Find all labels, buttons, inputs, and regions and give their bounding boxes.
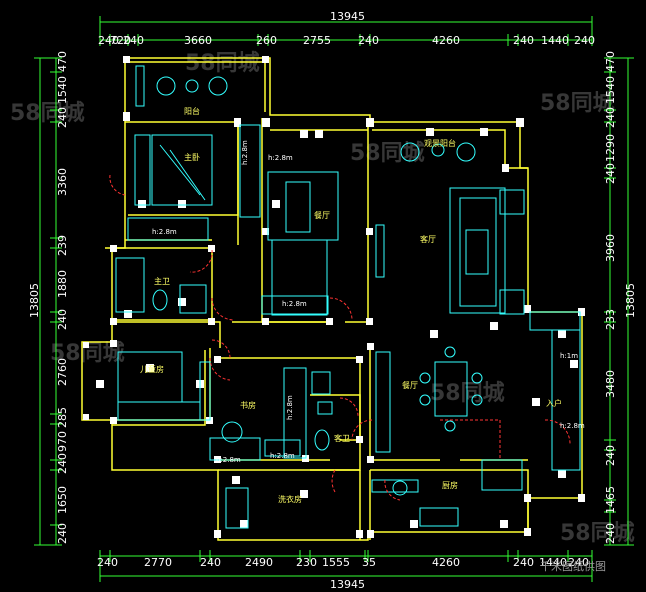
watermarks: 58同城 58同城 58同城 58同城 58同城 58同城 58同城 <box>10 50 635 546</box>
dim-bottom-1: 2770 <box>144 556 172 569</box>
dim-bottom-3: 2490 <box>245 556 273 569</box>
dim-bottom-9: 1440 <box>539 556 567 569</box>
dim-right-0: 470 <box>604 51 617 72</box>
dim-top-7: 4260 <box>432 34 460 47</box>
dim-top-2: 240 <box>123 34 144 47</box>
dim-left-9: 970 <box>56 431 69 452</box>
dim-left-2: 240 <box>56 107 69 128</box>
dim-right-3: 1290 <box>604 134 617 162</box>
room-living: 客厅 <box>420 234 436 244</box>
dim-top-9: 1440 <box>541 34 569 47</box>
dim-right-1: 1540 <box>604 76 617 104</box>
dim-bottom-0: 240 <box>97 556 118 569</box>
dim-left-12: 240 <box>56 523 69 544</box>
cabinet-notes: h:2.8m h:2.8m h:2.8m h:2.8m h:2.8m h:2.8… <box>152 140 585 464</box>
dim-total-bottom: 13945 <box>330 578 365 591</box>
dim-left-10: 240 <box>56 453 69 474</box>
room-labels: 阳台 主卧 主卫 餐厅 观景阳台 客厅 儿童房 书房 客卫 餐厅 入户 洗衣房 … <box>140 106 562 504</box>
dim-bottom-7: 4260 <box>432 556 460 569</box>
dim-right-9: 1465 <box>604 486 617 514</box>
dim-bottom-2: 240 <box>200 556 221 569</box>
dim-right-2: 240 <box>604 107 617 128</box>
watermark-6: 58同城 <box>10 100 85 126</box>
note-cab-entrance: h:1m <box>560 352 578 360</box>
room-view-balcony: 观景阳台 <box>424 138 456 148</box>
note-cab-bath: h:2.8m <box>216 456 241 464</box>
dim-bottom-6: 35 <box>362 556 376 569</box>
room-laundry: 洗衣房 <box>278 494 302 504</box>
note-cab-study: h:2.8m <box>270 452 295 460</box>
dim-left-11: 1650 <box>56 486 69 514</box>
furniture <box>115 65 581 529</box>
dim-right-8: 240 <box>604 445 617 466</box>
dim-right-10: 240 <box>604 523 617 544</box>
dim-top-6: 240 <box>358 34 379 47</box>
dimension-lines <box>34 16 634 582</box>
room-kitchen: 厨房 <box>442 480 458 490</box>
room-dining-left: 餐厅 <box>314 211 330 220</box>
dim-left-8: 285 <box>56 407 69 428</box>
room-dining: 餐厅 <box>402 381 418 390</box>
doors <box>109 174 571 501</box>
dim-left-5: 1880 <box>56 270 69 298</box>
note-cab-master: h:2.8m <box>152 228 177 236</box>
dim-total-left: 13805 <box>28 283 41 318</box>
watermark-2: 58同城 <box>540 90 615 116</box>
note-cab-entrance2: h:2.8m <box>560 422 585 430</box>
note-cab-master-vertical: h:2.8m <box>241 140 249 165</box>
room-balcony-master: 阳台 <box>184 106 200 116</box>
dimension-texts: 13945 240 720 240 3660 260 2755 240 4260… <box>28 10 637 591</box>
dim-top-5: 2755 <box>303 34 331 47</box>
wall-pillars <box>83 56 585 538</box>
dim-right-5: 3960 <box>604 234 617 262</box>
dim-right-4: 240 <box>604 163 617 184</box>
dim-top-8: 240 <box>513 34 534 47</box>
dim-top-0: 240 <box>98 34 119 47</box>
dim-left-6: 240 <box>56 309 69 330</box>
room-study: 书房 <box>240 400 256 410</box>
dim-top-10: 240 <box>574 34 595 47</box>
dim-bottom-5: 1555 <box>322 556 350 569</box>
dim-total-right: 13805 <box>624 283 637 318</box>
dim-top-1: 720 <box>110 34 131 47</box>
watermark-7: 58同城 <box>560 520 635 546</box>
note-cab-view: h:2.8m <box>268 154 293 162</box>
note-cab-dining: h:2.8m <box>282 300 307 308</box>
dim-top-3: 3660 <box>184 34 212 47</box>
room-kids: 儿童房 <box>140 364 164 374</box>
room-entrance: 入户 <box>546 398 562 408</box>
dim-left-7: 2760 <box>56 358 69 386</box>
dim-bottom-4: 230 <box>296 556 317 569</box>
room-master-bath: 主卫 <box>154 276 170 286</box>
dim-right-6: 233 <box>604 309 617 330</box>
note-cab-study2: h:2.8m <box>286 395 294 420</box>
image-credit: 千米图纸供图 <box>540 559 606 573</box>
room-guest-bath: 客卫 <box>334 433 350 443</box>
dim-top-4: 260 <box>256 34 277 47</box>
dim-bottom-10: 240 <box>568 556 589 569</box>
dim-bottom-8: 240 <box>513 556 534 569</box>
dim-total-top: 13945 <box>330 10 365 23</box>
watermark-3: 58同城 <box>350 140 425 166</box>
dim-left-1: 1540 <box>56 76 69 104</box>
dim-left-4: 239 <box>56 235 69 256</box>
dim-left-0: 470 <box>56 51 69 72</box>
watermark-1: 58同城 <box>185 50 260 76</box>
dim-right-7: 3480 <box>604 370 617 398</box>
room-master-bedroom: 主卧 <box>184 152 200 162</box>
dim-left-3: 3360 <box>56 168 69 196</box>
